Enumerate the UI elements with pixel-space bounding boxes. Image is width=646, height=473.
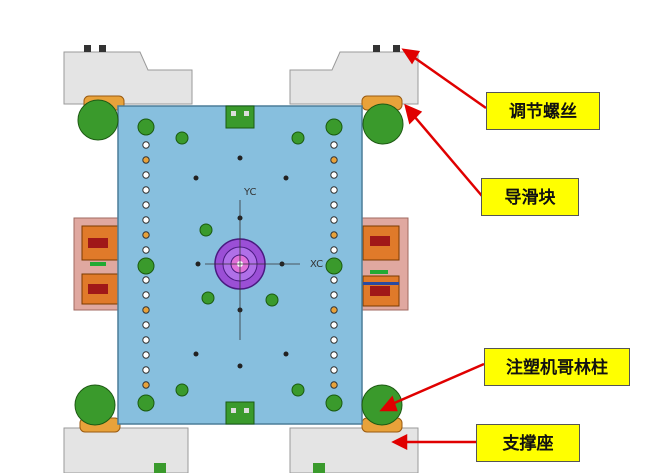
plate-hole bbox=[330, 141, 338, 149]
axes: YC XC bbox=[205, 187, 323, 340]
ejector-boss bbox=[291, 383, 305, 397]
plate-hole bbox=[330, 381, 338, 389]
plate-hole bbox=[142, 306, 150, 314]
plate-hole bbox=[330, 321, 338, 329]
ejector-boss bbox=[175, 383, 189, 397]
plate-hole bbox=[142, 186, 150, 194]
ejector-boss bbox=[265, 293, 279, 307]
plate-hole bbox=[330, 231, 338, 239]
plate-hole bbox=[330, 291, 338, 299]
top-left-support-seat bbox=[63, 45, 193, 105]
plate-hole bbox=[330, 306, 338, 314]
small-hole bbox=[193, 351, 199, 357]
small-hole bbox=[283, 351, 289, 357]
arrow-adjust-screw bbox=[411, 54, 487, 110]
bottom-left-support-seat bbox=[63, 427, 189, 473]
guide-pin bbox=[137, 257, 155, 275]
small-hole bbox=[195, 261, 201, 267]
plate-hole bbox=[330, 171, 338, 179]
plate-hole bbox=[142, 216, 150, 224]
axis-yc-label: YC bbox=[243, 187, 257, 198]
arrow-tie-bar bbox=[391, 362, 485, 406]
ejector-boss bbox=[291, 131, 305, 145]
plate-hole bbox=[142, 276, 150, 284]
plate-hole bbox=[330, 366, 338, 374]
plate-hole bbox=[142, 201, 150, 209]
callout-support-seat: 支撑座 bbox=[476, 424, 580, 462]
plate-hole bbox=[330, 246, 338, 254]
guide-pin bbox=[137, 394, 155, 412]
ejector-boss bbox=[175, 131, 189, 145]
plate-hole bbox=[142, 321, 150, 329]
plate-hole bbox=[142, 351, 150, 359]
guide-pin bbox=[325, 257, 343, 275]
plate-hole bbox=[142, 231, 150, 239]
ejector-boss bbox=[199, 223, 213, 237]
plate-hole bbox=[330, 216, 338, 224]
plate-hole bbox=[330, 276, 338, 284]
plate-hole bbox=[142, 156, 150, 164]
guide-pin bbox=[137, 118, 155, 136]
plate-hole bbox=[142, 141, 150, 149]
plate-hole bbox=[330, 351, 338, 359]
small-hole bbox=[237, 155, 243, 161]
plate-hole bbox=[142, 246, 150, 254]
ejector-boss bbox=[201, 291, 215, 305]
plate-hole bbox=[142, 291, 150, 299]
plate-hole bbox=[330, 336, 338, 344]
guide-pin bbox=[325, 394, 343, 412]
top-right-support-seat bbox=[289, 45, 419, 105]
callout-arrows bbox=[379, 48, 487, 451]
left-side-block bbox=[73, 217, 121, 311]
plate-hole bbox=[142, 336, 150, 344]
bottom-right-support-seat bbox=[289, 427, 419, 473]
plate-features bbox=[137, 118, 343, 412]
plate-hole bbox=[330, 201, 338, 209]
plate-hole bbox=[142, 171, 150, 179]
guide-pin bbox=[325, 118, 343, 136]
plate-center-blocks bbox=[225, 105, 255, 425]
callout-guide-slider: 导滑块 bbox=[481, 178, 579, 216]
arrow-guide-slider bbox=[413, 115, 483, 197]
callout-tie-bar: 注塑机哥林柱 bbox=[484, 348, 630, 386]
small-hole bbox=[193, 175, 199, 181]
tie-bars bbox=[74, 99, 404, 426]
plate-hole bbox=[330, 156, 338, 164]
plate-hole bbox=[142, 366, 150, 374]
plate-hole bbox=[330, 186, 338, 194]
right-side-block bbox=[361, 217, 409, 311]
plate-hole bbox=[142, 381, 150, 389]
small-hole bbox=[237, 363, 243, 369]
callout-adjust-screw: 调节螺丝 bbox=[486, 92, 600, 130]
axis-xc-label: XC bbox=[310, 259, 323, 270]
small-hole bbox=[283, 175, 289, 181]
